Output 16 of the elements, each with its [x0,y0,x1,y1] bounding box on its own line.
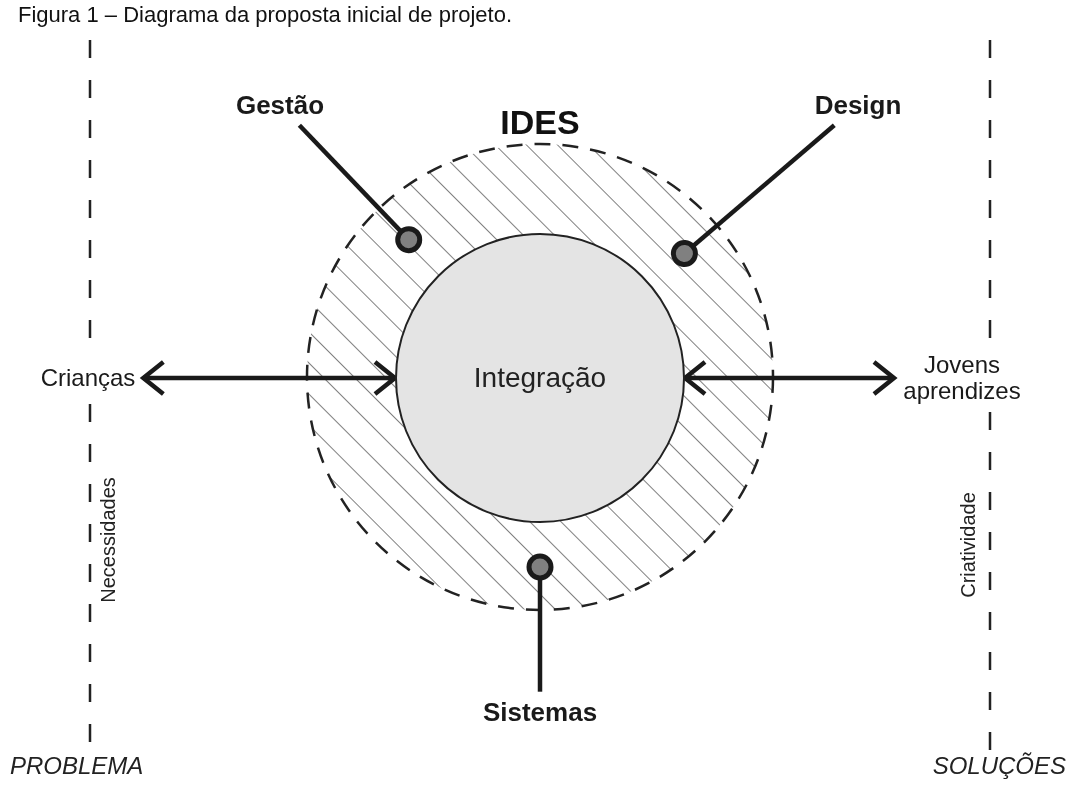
corner-label: PROBLEMA [10,752,144,780]
ring-title: IDES [500,103,580,142]
double-arrow [141,359,398,397]
figure-caption: Figura 1 – Diagrama da proposta inicial de projeto. [18,2,513,28]
double-arrow [682,359,897,397]
node-label: Gestão [235,90,325,120]
node-label: Crianças [40,364,136,392]
leader-line [670,123,836,267]
node-label: Design [814,90,902,120]
side-label: Necessidades [96,477,120,603]
node-label: Sistemas [482,697,598,727]
corner-label: SOLUÇÕES [932,752,1066,780]
leader-line [526,553,554,692]
leader-line [297,123,423,254]
node-label: Jovens aprendizes [902,351,1022,405]
side-label: Criatividade [956,492,980,598]
